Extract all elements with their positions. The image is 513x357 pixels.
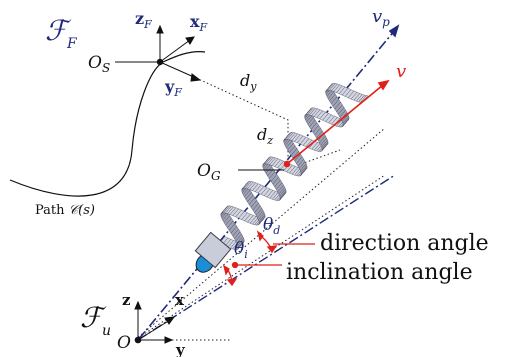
- motor-head: [194, 231, 232, 273]
- inclination-angle-label: inclination angle: [286, 260, 473, 285]
- velocity-vector: [286, 79, 390, 165]
- center-origin-dot: [283, 160, 291, 168]
- center-origin-label: OG: [197, 161, 221, 183]
- direction-angle-label: direction angle: [320, 231, 489, 256]
- path-y-axis-label: yF: [164, 77, 182, 99]
- helix-body: [218, 83, 369, 250]
- path-z-axis-label: zF: [135, 9, 152, 31]
- theta-i-label: θi: [234, 239, 248, 261]
- path-origin-label: OS: [88, 53, 110, 75]
- world-z-axis-label: z: [122, 291, 131, 309]
- vp-axis: [137, 24, 400, 341]
- theta-d-label: θd: [263, 215, 280, 237]
- world-frame-axes: [134, 300, 176, 344]
- v-label: v: [396, 61, 406, 82]
- projection-axis: [137, 174, 396, 341]
- angle-arcs: [222, 230, 278, 287]
- path-x-axis-label: xF: [190, 12, 208, 34]
- robot-frame-label: ℱu: [80, 301, 111, 339]
- world-origin-dot: [134, 336, 142, 344]
- path-label: Path 𝒞(s): [35, 203, 95, 218]
- vp-label: vp: [372, 6, 390, 29]
- path-frame-label: ℱF: [45, 14, 78, 52]
- angle-leaders: [235, 243, 315, 266]
- dy-label: dy: [240, 71, 257, 93]
- world-x-axis-label: x: [175, 291, 185, 309]
- world-y-axis-label: y: [175, 341, 186, 357]
- world-origin-label: O: [117, 333, 131, 353]
- path-curve: [9, 51, 206, 197]
- path-frame-axes: [156, 24, 202, 82]
- dz-label: dz: [257, 125, 273, 147]
